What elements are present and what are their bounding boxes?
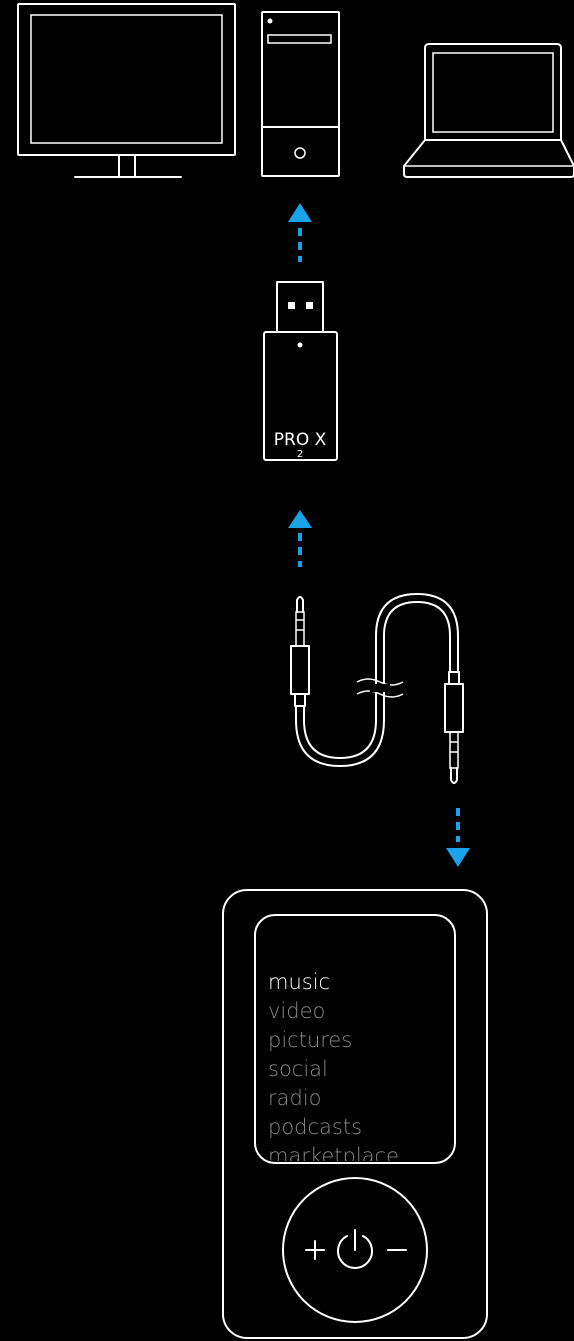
desktop-tower-icon bbox=[261, 11, 340, 177]
dongle-brand-label: PRO X bbox=[274, 430, 327, 450]
music-player-device: music video pictures social radio podcas… bbox=[222, 889, 488, 1339]
laptop-icon bbox=[403, 43, 574, 178]
menu-item-video[interactable]: video bbox=[268, 999, 325, 1023]
audio-cable-icon bbox=[290, 593, 464, 784]
arrow-up-to-computer bbox=[288, 203, 312, 262]
arrow-down-to-player bbox=[446, 808, 470, 867]
usb-dongle-icon: PRO X 2 bbox=[263, 281, 338, 461]
menu-item-radio[interactable]: radio bbox=[268, 1086, 322, 1110]
menu-item-pictures[interactable]: pictures bbox=[268, 1028, 352, 1052]
control-wheel[interactable] bbox=[282, 1177, 428, 1323]
menu-item-music[interactable]: music bbox=[268, 970, 330, 994]
dongle-subscript-label: 2 bbox=[297, 449, 303, 460]
menu-item-podcasts[interactable]: podcasts bbox=[268, 1115, 362, 1139]
power-button-icon[interactable] bbox=[337, 1229, 373, 1269]
menu-item-marketplace[interactable]: marketplace bbox=[268, 1144, 399, 1168]
plus-button[interactable] bbox=[305, 1240, 325, 1260]
monitor-icon bbox=[17, 3, 236, 178]
player-menu: music video pictures social radio podcas… bbox=[268, 970, 399, 1168]
menu-item-social[interactable]: social bbox=[268, 1057, 328, 1081]
arrow-up-to-dongle bbox=[288, 510, 312, 567]
